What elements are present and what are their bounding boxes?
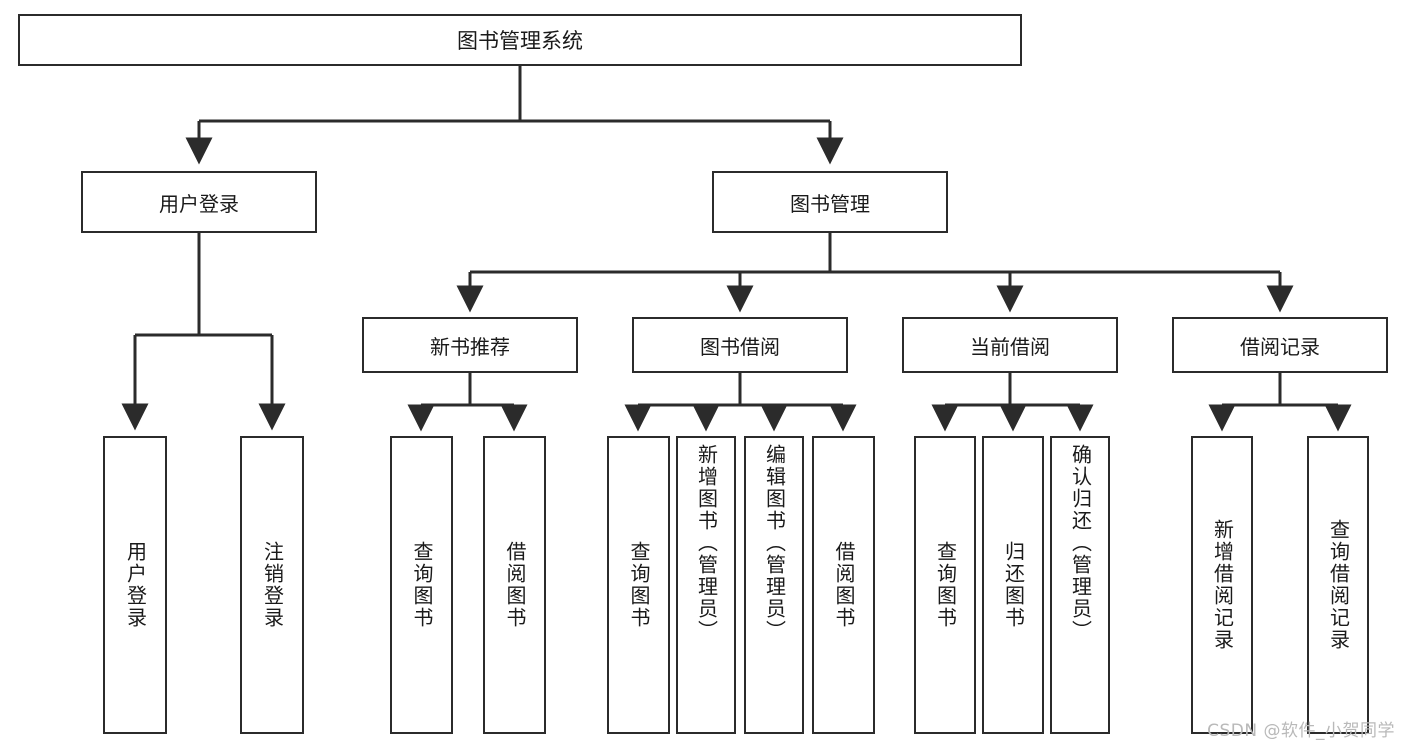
leaf-add-book-label: 新增图书（管理员） — [694, 444, 719, 642]
leaf-query-book-2[interactable]: 查询图书 — [607, 436, 670, 734]
leaf-return-book[interactable]: 归还图书 — [982, 436, 1044, 734]
node-current-borrow-label: 当前借阅 — [970, 334, 1050, 359]
leaf-add-record-label: 新增借阅记录 — [1210, 519, 1235, 651]
node-new-book-recommend[interactable]: 新书推荐 — [362, 317, 578, 373]
leaf-borrow-book-2-label: 借阅图书 — [832, 541, 856, 629]
leaf-logout-login[interactable]: 注销登录 — [240, 436, 304, 734]
leaf-user-login-label: 用户登录 — [123, 541, 148, 629]
leaf-query-book-2-label: 查询图书 — [627, 541, 651, 629]
leaf-edit-book[interactable]: 编辑图书（管理员） — [744, 436, 804, 734]
leaf-query-book-3[interactable]: 查询图书 — [914, 436, 976, 734]
leaf-user-login[interactable]: 用户登录 — [103, 436, 167, 734]
node-user-login-label: 用户登录 — [159, 191, 239, 216]
node-root[interactable]: 图书管理系统 — [18, 14, 1022, 66]
node-root-label: 图书管理系统 — [457, 29, 583, 53]
leaf-return-book-label: 归还图书 — [1001, 541, 1026, 629]
node-borrow-record-label: 借阅记录 — [1240, 334, 1320, 359]
leaf-borrow-book-2[interactable]: 借阅图书 — [812, 436, 875, 734]
leaf-confirm-return[interactable]: 确认归还（管理员） — [1050, 436, 1110, 734]
node-user-login[interactable]: 用户登录 — [81, 171, 317, 233]
leaf-borrow-book-1[interactable]: 借阅图书 — [483, 436, 546, 734]
node-book-borrow[interactable]: 图书借阅 — [632, 317, 848, 373]
leaf-add-record[interactable]: 新增借阅记录 — [1191, 436, 1253, 734]
node-borrow-record[interactable]: 借阅记录 — [1172, 317, 1388, 373]
leaf-borrow-book-1-label: 借阅图书 — [503, 541, 527, 629]
node-book-manage[interactable]: 图书管理 — [712, 171, 948, 233]
leaf-query-book-1[interactable]: 查询图书 — [390, 436, 453, 734]
node-new-book-recommend-label: 新书推荐 — [430, 334, 510, 359]
leaf-edit-book-label: 编辑图书（管理员） — [762, 444, 787, 642]
node-book-borrow-label: 图书借阅 — [700, 334, 780, 359]
leaf-query-book-1-label: 查询图书 — [410, 541, 434, 629]
leaf-add-book[interactable]: 新增图书（管理员） — [676, 436, 736, 734]
node-book-manage-label: 图书管理 — [790, 191, 870, 216]
node-current-borrow[interactable]: 当前借阅 — [902, 317, 1118, 373]
leaf-query-record[interactable]: 查询借阅记录 — [1307, 436, 1369, 734]
leaf-confirm-return-label: 确认归还（管理员） — [1068, 444, 1093, 642]
leaf-query-book-3-label: 查询图书 — [933, 541, 958, 629]
leaf-logout-login-label: 注销登录 — [260, 541, 285, 629]
leaf-query-record-label: 查询借阅记录 — [1326, 519, 1351, 651]
